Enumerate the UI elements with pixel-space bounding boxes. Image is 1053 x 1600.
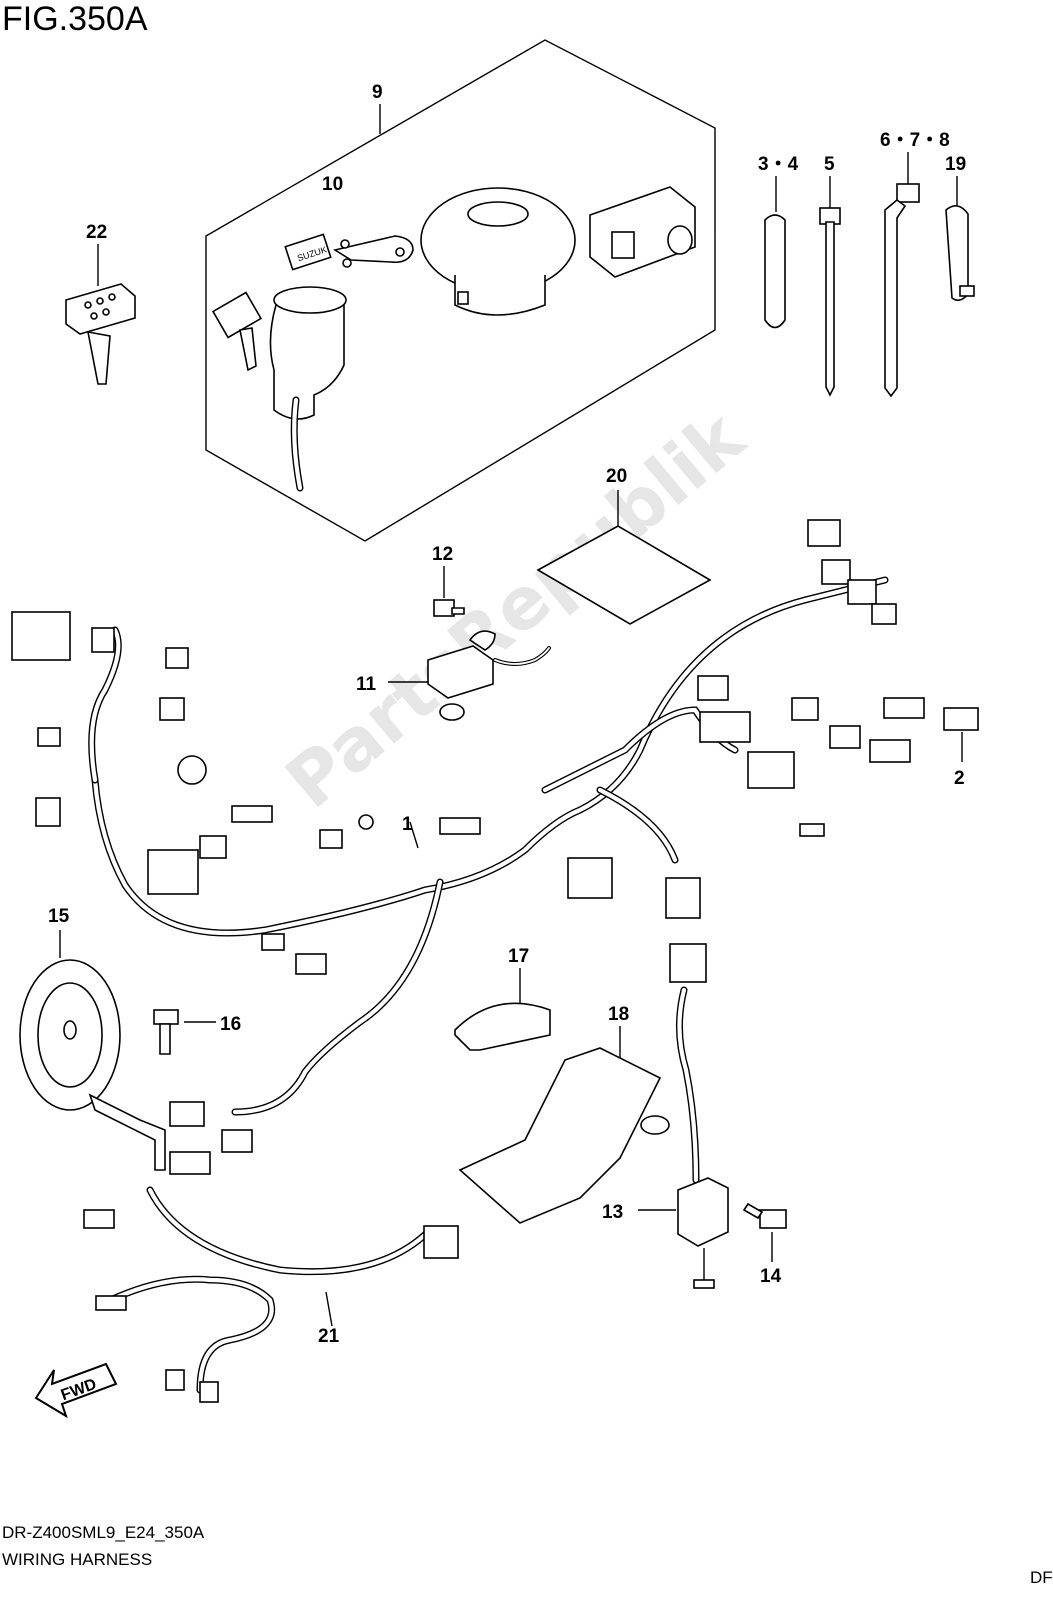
horn-assembly	[19, 930, 216, 1171]
callout-3-4: 3・4	[758, 154, 799, 175]
callout-19: 19	[945, 154, 966, 175]
corner-text: DF	[1030, 1568, 1053, 1587]
callout-20: 20	[606, 466, 627, 487]
callout-17: 17	[508, 946, 529, 967]
callout-13: 13	[602, 1202, 623, 1223]
callout-14: 14	[760, 1266, 782, 1287]
ignition-kit-box: SUZUKI	[205, 39, 716, 542]
label-sheet	[536, 490, 712, 625]
callout-1: 1	[402, 814, 413, 835]
callout-16: 16	[220, 1014, 241, 1035]
relay-and-screw	[388, 566, 551, 721]
callout-11: 11	[356, 674, 377, 695]
figure-caption: WIRING HARNESS	[2, 1550, 153, 1569]
model-code: DR-Z400SML9_E24_350A	[2, 1523, 205, 1542]
fwd-arrow-icon: FWD	[34, 1362, 118, 1419]
callout-12: 12	[432, 544, 453, 565]
clamps-and-ties	[764, 152, 975, 398]
covers-and-bracket	[454, 968, 670, 1224]
callout-9: 9	[372, 82, 383, 103]
key-blank	[65, 244, 136, 385]
figure-title: FIG.350A	[2, 0, 148, 38]
sub-harness	[83, 1101, 459, 1403]
callout-21: 21	[318, 1326, 340, 1347]
callout-6-7-8: 6・7・8	[880, 130, 950, 151]
callouts: 9 10 22 3・4 5 6・7・8 19 20 12 11 2 1 15 1…	[48, 82, 966, 1347]
side-stand-switch	[638, 943, 787, 1289]
callout-10: 10	[322, 174, 343, 195]
callout-18: 18	[608, 1004, 629, 1025]
callout-15: 15	[48, 906, 70, 927]
callout-22: 22	[86, 222, 107, 243]
callout-2: 2	[954, 768, 965, 789]
callout-5: 5	[824, 154, 835, 175]
main-harness	[11, 519, 979, 1116]
